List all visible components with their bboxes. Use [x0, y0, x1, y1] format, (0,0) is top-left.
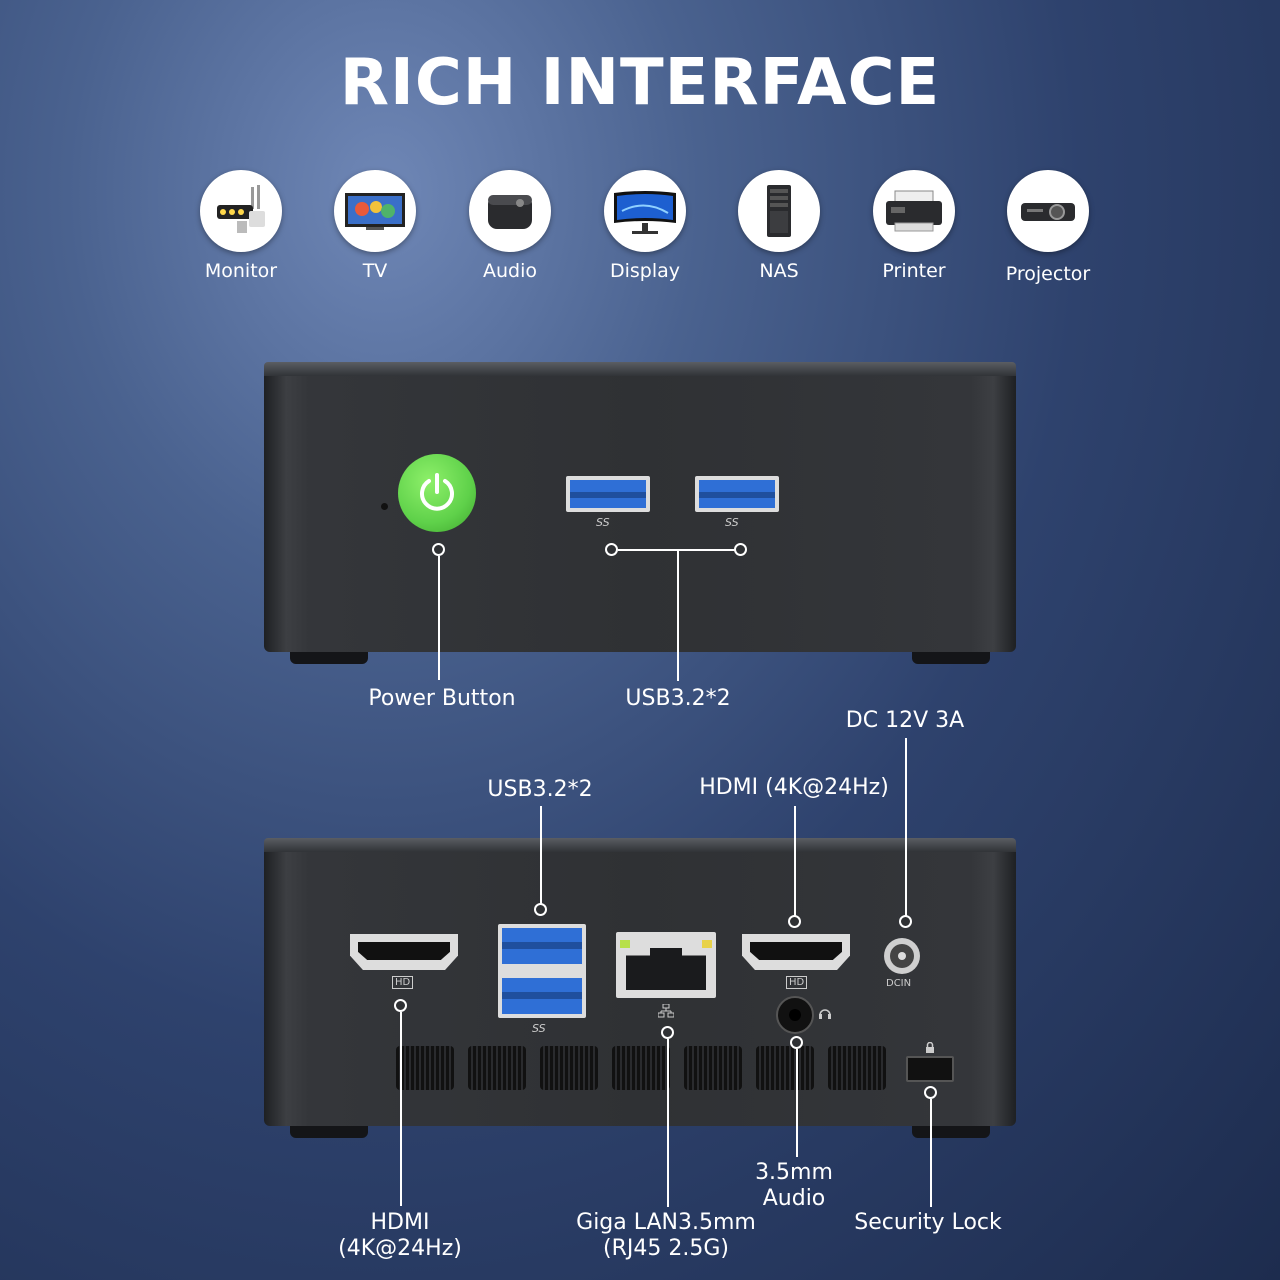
device-display: Display: [604, 170, 686, 282]
device-label: NAS: [759, 260, 799, 282]
device-nas: NAS: [738, 170, 820, 282]
device-label: Display: [609, 260, 681, 282]
network-icon: [658, 1004, 674, 1018]
rear-usb-label: USB3.2*2: [487, 777, 593, 802]
curved-display-icon: [614, 191, 676, 234]
device-label: Monitor: [204, 260, 278, 282]
hdmi-port-left[interactable]: [350, 934, 458, 970]
usb-port-front-1[interactable]: [566, 476, 650, 512]
hd-mark: HD: [786, 976, 808, 989]
rear-dc-label: DC 12V 3A: [845, 708, 965, 733]
device-projector: Projector: [1006, 170, 1090, 285]
rear-audio-label-line2: Audio: [762, 1186, 826, 1211]
security-lock-slot[interactable]: [906, 1056, 954, 1082]
rear-hdmi-left-label-line1: HDMI: [370, 1210, 430, 1235]
security-camera-icon: [217, 185, 265, 233]
status-led: [381, 503, 388, 510]
device-monitor: Monitor: [200, 170, 282, 282]
usb-mark: SS: [725, 516, 739, 529]
vent-grille: [396, 1046, 890, 1090]
rear-hdmi-top-label: HDMI (4K@24Hz): [699, 775, 889, 800]
projector-icon: [1021, 203, 1075, 221]
hdmi-port-right[interactable]: [742, 934, 850, 970]
rear-lan-label-line2: (RJ45 2.5G): [603, 1236, 729, 1261]
power-button[interactable]: [398, 454, 476, 532]
usb-port-front-2[interactable]: [695, 476, 779, 512]
rear-hdmi-left-label: HDMI (4K@24Hz): [300, 1210, 500, 1262]
tv-icon: [345, 193, 405, 230]
rear-lock-label: Security Lock: [854, 1210, 1002, 1235]
power-button-label: Power Button: [368, 686, 516, 711]
rear-lan-label: Giga LAN3.5mm (RJ45 2.5G): [546, 1210, 786, 1262]
device-label: TV: [362, 260, 388, 282]
usb-port-rear-stack[interactable]: [498, 924, 586, 1018]
dcin-mark: DCIN: [886, 978, 912, 989]
front-panel: SS SS: [264, 362, 1016, 664]
power-icon: [420, 473, 454, 511]
rear-lan-label-line1: Giga LAN3.5mm: [576, 1210, 756, 1235]
rear-panel: HD SS HD DCIN: [264, 838, 1016, 1138]
dc-in-port[interactable]: [884, 938, 920, 974]
speaker-icon: [488, 195, 532, 229]
server-tower-icon: [767, 185, 791, 237]
printer-icon: [886, 190, 942, 232]
headphone-icon: [819, 1009, 831, 1019]
lock-icon: [926, 1042, 934, 1053]
page-title: RICH INTERFACE: [339, 46, 941, 120]
device-audio: Audio: [469, 170, 551, 282]
device-label: Projector: [1005, 263, 1091, 285]
device-printer: Printer: [873, 170, 955, 282]
hd-mark: HD: [392, 976, 414, 989]
rear-audio-label-line1: 3.5mm: [755, 1160, 833, 1185]
rear-hdmi-left-label-line2: (4K@24Hz): [338, 1236, 462, 1261]
usb-mark: SS: [596, 516, 610, 529]
device-label: Audio: [482, 260, 537, 282]
front-usb-label: USB3.2*2: [625, 686, 731, 711]
device-tv: TV: [334, 170, 416, 282]
audio-jack[interactable]: [776, 996, 814, 1034]
device-label: Printer: [882, 260, 946, 282]
usb-mark: SS: [532, 1022, 546, 1035]
lan-port[interactable]: [616, 932, 716, 998]
rear-audio-label: 3.5mm Audio: [694, 1160, 894, 1212]
